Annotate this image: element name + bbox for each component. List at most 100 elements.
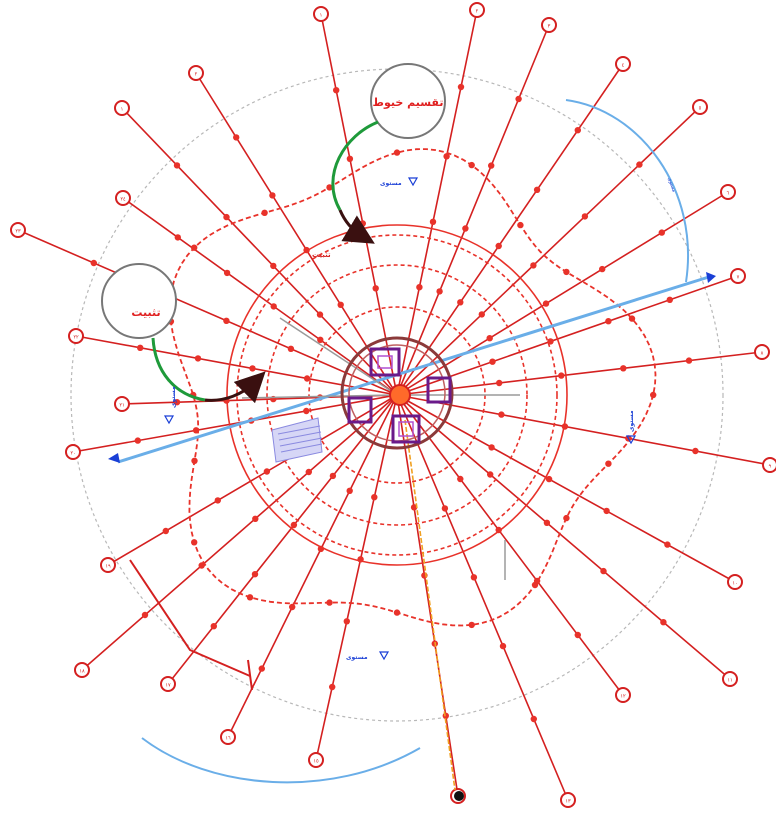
- radial-cable: [396, 394, 459, 797]
- cable-node: [542, 300, 550, 307]
- radial-cable: [396, 191, 729, 396]
- membrane-edge: [169, 148, 657, 627]
- cable-node: [141, 611, 149, 619]
- cable-node: [317, 545, 325, 553]
- radial-cable: [396, 394, 736, 583]
- axis-marker-label: ٢٢: [73, 335, 79, 341]
- cable-node: [486, 335, 493, 342]
- axis-marker-label: ٥: [699, 106, 702, 112]
- cable-node: [192, 427, 200, 434]
- cable-node: [498, 411, 505, 418]
- cable-node: [233, 134, 240, 141]
- cable-node: [372, 285, 379, 292]
- leader-arrow-top: [331, 120, 379, 211]
- axis-marker-label: ٢٤: [120, 197, 126, 203]
- cable-node: [499, 642, 507, 650]
- diagonal-beam: [117, 274, 713, 464]
- axis-marker: [100, 557, 116, 573]
- radial-cable: [396, 351, 763, 396]
- cable-node: [359, 220, 366, 227]
- cable-node: [488, 162, 495, 169]
- radial-cable: [396, 9, 478, 396]
- radial-cable: [396, 394, 569, 801]
- axis-marker: [188, 65, 204, 81]
- cable-node: [357, 556, 364, 563]
- cable-node: [496, 379, 503, 387]
- axis-marker-label: ٧: [737, 275, 740, 281]
- axis-marker-label: ١٧: [165, 683, 171, 689]
- cable-node: [346, 155, 354, 162]
- axis-marker-label: ١٢: [620, 694, 626, 700]
- axis-marker-label: ١٦: [225, 736, 231, 742]
- edge-bracket-tick: [247, 659, 253, 691]
- cable-node: [416, 284, 423, 291]
- membrane-outline: [169, 148, 657, 627]
- blue-arc-bottom: [141, 737, 421, 784]
- radial-cable: [17, 229, 398, 396]
- cable-node: [442, 712, 449, 719]
- axis-marker-label: ٢٣: [15, 229, 21, 235]
- axis-marker: [160, 676, 176, 692]
- cable-node: [600, 567, 607, 575]
- cable-node: [249, 365, 256, 372]
- cable-node: [561, 423, 569, 430]
- edge-node: [563, 268, 570, 276]
- leader-arrow-left-tip: [204, 371, 266, 404]
- edge-node: [191, 244, 198, 251]
- hatched-zone: [271, 417, 323, 463]
- annotation-circle-top-label: تقسيم خيوط: [373, 96, 444, 109]
- cable-node: [545, 475, 553, 483]
- cable-node: [174, 234, 181, 241]
- cable-node: [346, 487, 353, 494]
- cable-node: [270, 303, 277, 310]
- axis-marker-label: ٩: [769, 464, 772, 470]
- axis-marker: [615, 687, 631, 703]
- cable-node: [636, 161, 643, 168]
- cable-node: [530, 262, 537, 269]
- cable-node: [305, 468, 312, 476]
- cable-node: [333, 87, 340, 94]
- cable-node: [173, 162, 181, 169]
- cable-node: [558, 372, 565, 379]
- radial-cable: [396, 63, 624, 396]
- axis-marker: [541, 17, 557, 33]
- edge-node: [393, 149, 401, 156]
- axis-marker: [65, 444, 81, 460]
- cable-node: [660, 619, 667, 626]
- cable-node: [515, 95, 522, 103]
- radial-cable: [195, 72, 398, 396]
- cable-node: [194, 355, 202, 362]
- radial-cable: [167, 394, 398, 685]
- cable-node: [533, 186, 541, 193]
- leader-arrow-left: [151, 337, 206, 402]
- cable-node: [581, 213, 589, 220]
- cable-node: [462, 225, 469, 232]
- cable-node: [258, 665, 265, 672]
- annotation-circle-left-label: تثبيت: [131, 306, 160, 319]
- cable-node: [443, 153, 450, 160]
- radial-cable: [315, 394, 398, 761]
- edge-node: [628, 315, 636, 322]
- cable-node: [303, 375, 311, 382]
- axis-marker: [615, 56, 631, 72]
- cable-node: [457, 299, 464, 306]
- cable-node: [530, 715, 537, 723]
- cable-node: [487, 471, 494, 478]
- axis-marker: [720, 184, 736, 200]
- annotation-circle-top: [370, 63, 446, 139]
- cable-node: [223, 317, 230, 324]
- cable-node: [317, 336, 324, 343]
- leader-arrow-top-tip: [338, 209, 375, 244]
- axis-marker: [727, 574, 743, 590]
- edge-node: [326, 184, 333, 191]
- axis-marker-label: ١: [121, 107, 124, 113]
- cable-node: [90, 259, 98, 267]
- cable-node: [470, 574, 478, 581]
- edge-node: [246, 594, 254, 601]
- cable-node: [269, 192, 276, 199]
- cable-node: [685, 357, 693, 364]
- axis-marker: [762, 457, 776, 473]
- cable-node: [162, 527, 169, 535]
- axis-marker: [220, 729, 236, 745]
